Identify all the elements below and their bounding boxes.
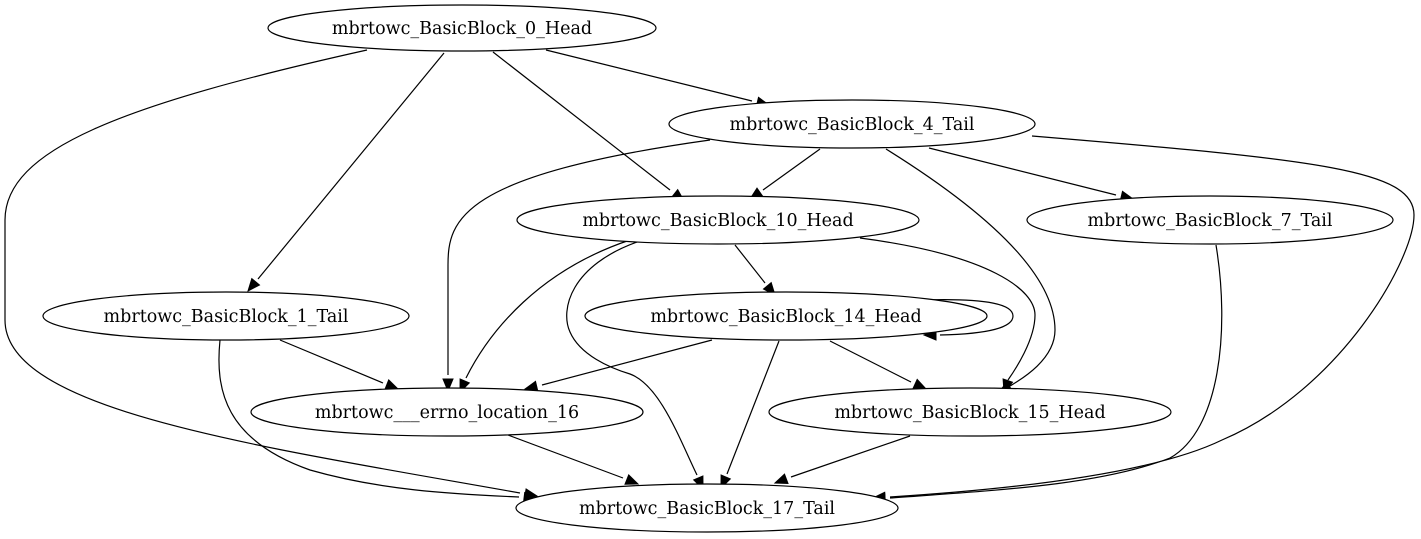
edge-n10-to-n17: [566, 240, 704, 491]
edge-line: [541, 339, 713, 386]
nodes-layer: mbrtowc_BasicBlock_0_Head mbrtowc_BasicBl…: [42, 4, 1394, 533]
edge-line: [726, 340, 780, 475]
edge-line: [734, 244, 766, 284]
edge-line: [885, 148, 1056, 387]
node-n14: mbrtowc_BasicBlock_14_Head: [584, 291, 988, 341]
node-ellipse: [584, 291, 988, 341]
node-ellipse: [515, 483, 899, 533]
edge-n7-to-n17: [871, 244, 1223, 505]
node-label: mbrtowc_BasicBlock_1_Tail: [104, 307, 349, 327]
edge-n14-to-n16: [523, 339, 713, 392]
arrowhead: [912, 378, 928, 390]
node-ellipse: [267, 4, 657, 52]
node-ellipse: [42, 291, 410, 341]
node-label: mbrtowc_BasicBlock_17_Tail: [579, 499, 835, 519]
arrowhead: [773, 473, 789, 485]
edge-line: [447, 139, 711, 375]
edge-n1-to-n16: [279, 339, 400, 390]
node-label: mbrtowc_BasicBlock_10_Head: [582, 211, 853, 231]
edge-line: [922, 299, 1014, 336]
edge-n4-to-n7: [928, 147, 1135, 202]
node-n1: mbrtowc_BasicBlock_1_Tail: [42, 291, 410, 341]
edge-line: [279, 339, 384, 384]
edge-line: [257, 52, 445, 280]
edge-line: [859, 237, 1036, 381]
edge-n10-to-n14: [734, 244, 776, 296]
node-ellipse: [768, 387, 1172, 437]
node-label: mbrtowc_BasicBlock_4_Tail: [730, 115, 975, 135]
edge-line: [492, 51, 671, 191]
arrowhead: [442, 378, 454, 393]
edge-line: [507, 434, 624, 479]
node-n7: mbrtowc_BasicBlock_7_Tail: [1026, 195, 1394, 245]
edge-line: [889, 244, 1223, 499]
node-label: mbrtowc_BasicBlock_14_Head: [650, 307, 921, 327]
edge-line: [762, 148, 821, 191]
node-ellipse: [516, 195, 920, 245]
node-ellipse: [250, 387, 644, 437]
edge-n0-to-n1: [247, 52, 445, 292]
edge-n0-to-n10: [492, 51, 686, 202]
edge-line: [465, 239, 631, 379]
node-n10: mbrtowc_BasicBlock_10_Head: [516, 195, 920, 245]
edge-line: [928, 147, 1117, 196]
edge-line: [4, 49, 521, 494]
node-ellipse: [668, 99, 1036, 149]
edge-n15-to-n17: [773, 435, 911, 485]
edge-n14-to-n15: [829, 340, 928, 390]
edge-n0-to-n4: [545, 49, 771, 108]
node-label: mbrtowc_BasicBlock_15_Head: [834, 403, 1105, 423]
node-n0: mbrtowc_BasicBlock_0_Head: [267, 4, 657, 52]
node-n17: mbrtowc_BasicBlock_17_Tail: [515, 483, 899, 533]
edge-n4-to-n15: [885, 148, 1056, 393]
arrowhead: [624, 474, 640, 485]
node-n15: mbrtowc_BasicBlock_15_Head: [768, 387, 1172, 437]
node-label: mbrtowc_BasicBlock_7_Tail: [1088, 211, 1333, 231]
node-n4: mbrtowc_BasicBlock_4_Tail: [668, 99, 1036, 149]
edge-n16-to-n17: [507, 434, 640, 485]
edge-line: [218, 339, 520, 498]
node-n16: mbrtowc___errno_location_16: [250, 387, 644, 437]
arrowhead: [247, 277, 261, 292]
edge-line: [790, 435, 911, 478]
edge-line: [889, 135, 1415, 498]
node-label: mbrtowc___errno_location_16: [315, 403, 579, 423]
edge-n4-to-n16: [442, 139, 711, 393]
node-label: mbrtowc_BasicBlock_0_Head: [332, 19, 592, 39]
edge-line: [545, 49, 753, 102]
edge-line: [829, 340, 912, 383]
edge-line: [566, 240, 698, 476]
arrowhead: [384, 379, 400, 390]
edge-n4-to-n10: [748, 148, 821, 200]
node-ellipse: [1026, 195, 1394, 245]
